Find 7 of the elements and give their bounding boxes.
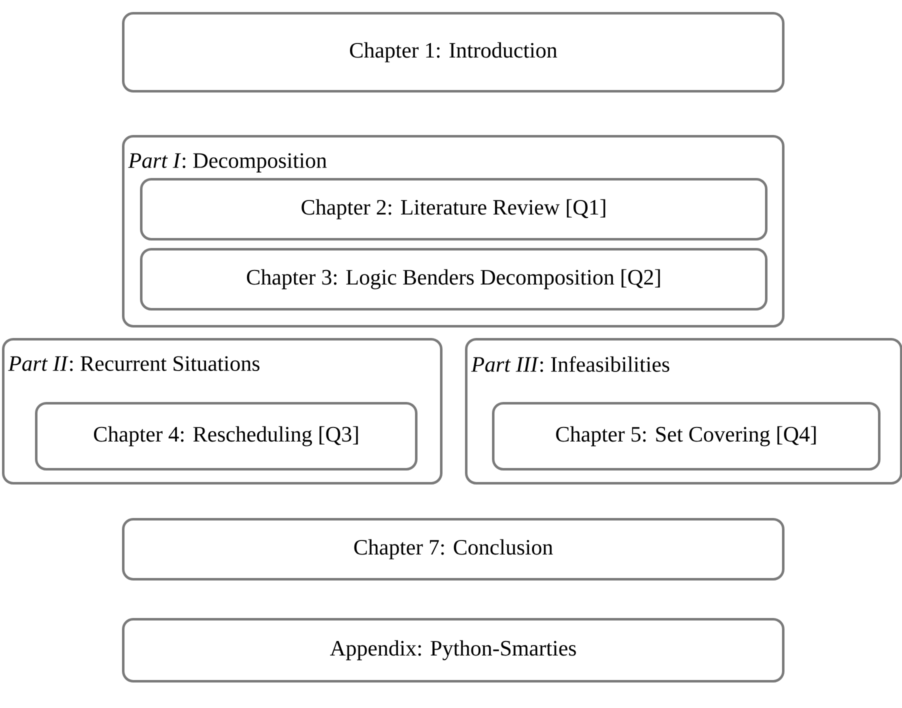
chapter-box: Chapter 2: Literature Review [Q1] [140,178,768,240]
chapter-box: Chapter 4: Rescheduling [Q3] [35,402,418,470]
chapter-box: Chapter 3: Logic Benders Decomposition [Q2] [140,248,768,310]
chapter-box: Chapter 7: Conclusion [122,518,784,580]
chapter-box: Chapter 1: Introduction [122,12,784,92]
chapter-box: Appendix: Python-Smarties [122,618,784,682]
chapter-box: Chapter 5: Set Covering [Q4] [492,402,880,470]
